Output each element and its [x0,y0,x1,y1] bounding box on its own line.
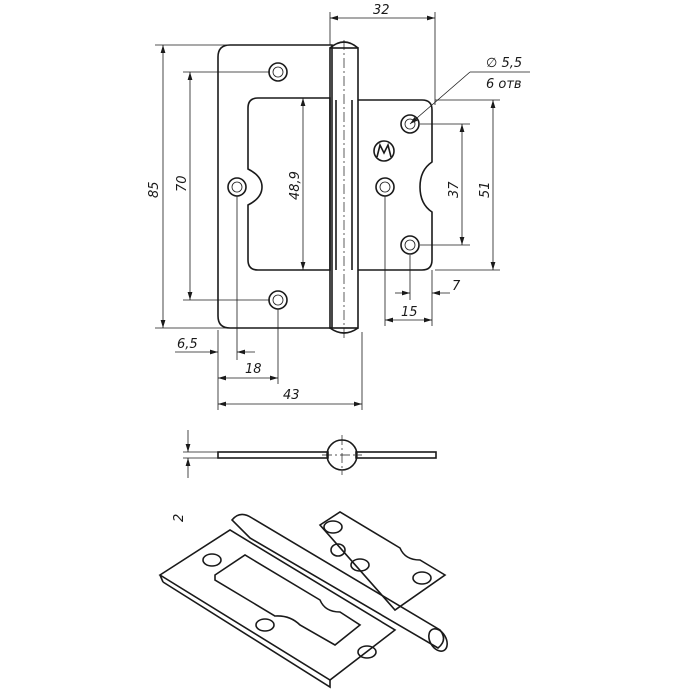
dim-32: 32 [373,3,390,18]
dim-51: 51 [478,181,493,198]
dim-hole-count: 6 отв [486,77,522,92]
side-view: 2 [172,430,437,522]
isometric-view [158,511,448,689]
logo-mark [373,140,395,162]
left-leaf-outline [217,44,333,329]
dim-48-9: 48,9 [288,171,303,200]
dim-2: 2 [172,514,187,522]
dim-70: 70 [175,175,190,192]
dim-7: 7 [452,279,461,294]
left-leaf-cutout [247,97,331,271]
dim-18: 18 [245,362,262,377]
front-view [217,40,433,340]
iso-logo-mark [330,543,346,557]
dimensions: 32 ∅ 5,5 6 отв 85 70 48,9 37 51 7 15 6,5… [147,3,530,410]
dim-43: 43 [283,388,300,403]
dim-85: 85 [147,181,162,198]
dim-hole-diameter: ∅ 5,5 [486,56,522,71]
dim-15: 15 [401,305,418,320]
dim-37: 37 [447,181,462,198]
right-leaf-outline [358,99,433,271]
dim-6-5: 6,5 [177,337,198,352]
